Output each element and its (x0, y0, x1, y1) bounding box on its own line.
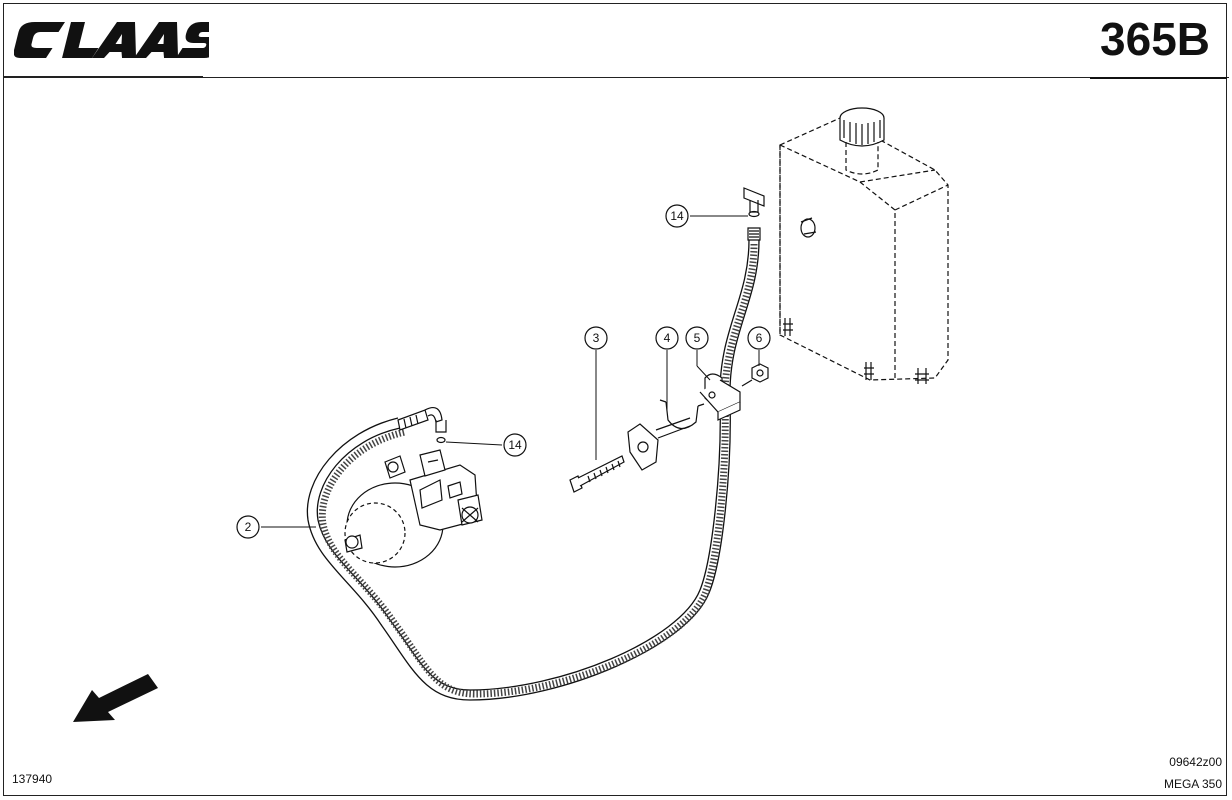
hydraulic-hose (306, 239, 760, 701)
callout-5: 5 (694, 331, 701, 345)
callout-14-top: 14 (670, 209, 684, 223)
hydraulic-pump (344, 449, 483, 568)
callout-2: 2 (245, 520, 252, 534)
callout-leaders (261, 215, 760, 528)
callout-4: 4 (664, 331, 671, 345)
callout-6: 6 (756, 331, 763, 345)
sheet-code: 09642z00 (1169, 755, 1222, 769)
header-rule (3, 77, 1229, 78)
nut (741, 363, 769, 387)
page-number-underline (1090, 77, 1227, 79)
logo-underline (3, 76, 203, 78)
tank-filler-cap (839, 107, 885, 175)
oil-tank (779, 117, 949, 381)
drawing-number: 137940 (12, 772, 53, 786)
drawing-frame (3, 3, 1227, 796)
model-name: MEGA 350 (1163, 777, 1222, 791)
bolt (569, 455, 625, 493)
tank-fittings (783, 217, 929, 384)
hose-end-fitting (397, 407, 447, 444)
callout-circles (236, 204, 771, 539)
page-number: 365B (1100, 13, 1210, 65)
callout-14-pump: 14 (508, 438, 522, 452)
pipe-clamp (627, 399, 705, 471)
hose-clamp (699, 373, 741, 421)
direction-arrow-icon (73, 674, 158, 722)
brand-logo (14, 22, 209, 58)
tee-fitting (743, 187, 765, 241)
callout-3: 3 (593, 331, 600, 345)
